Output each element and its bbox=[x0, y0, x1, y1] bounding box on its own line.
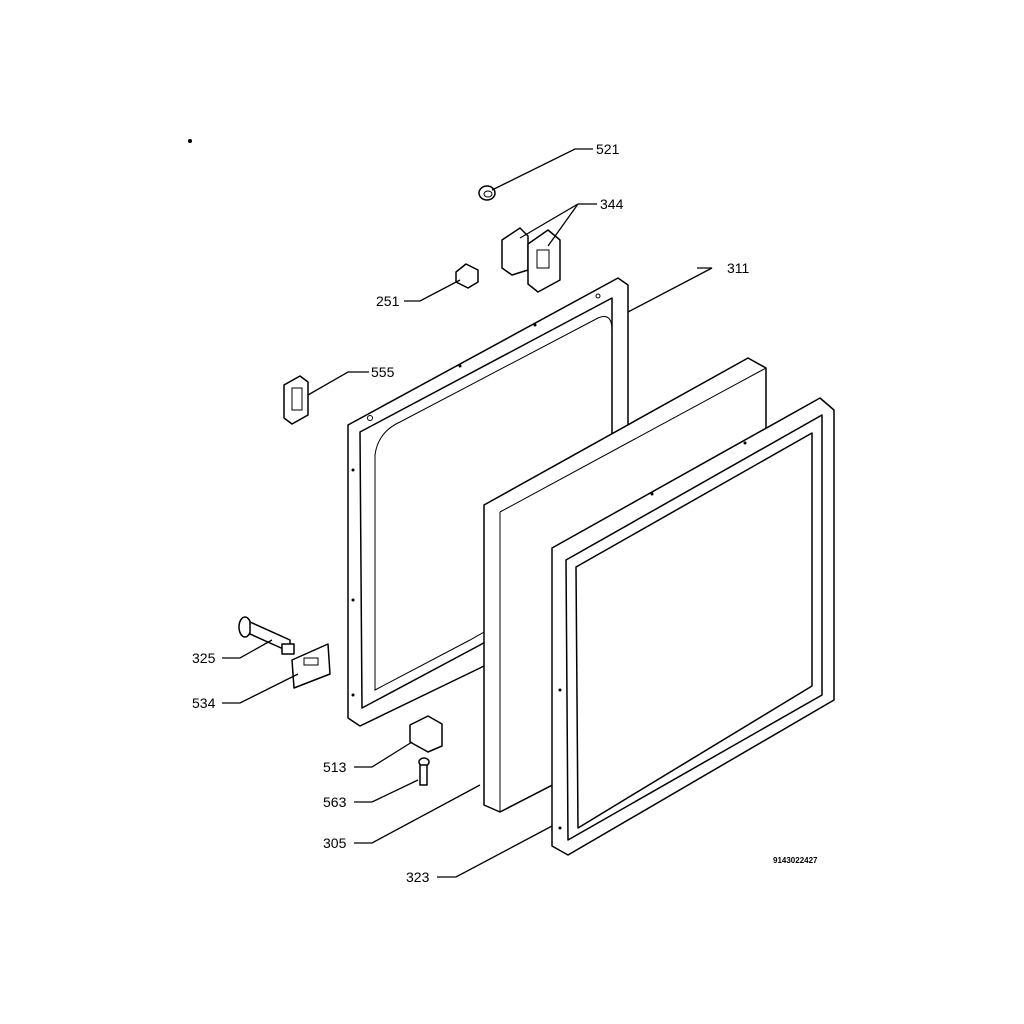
part-513-bracket bbox=[409, 715, 443, 753]
label-305: 305 bbox=[323, 835, 347, 851]
part-555-clip bbox=[283, 375, 309, 425]
dot-mark bbox=[188, 139, 192, 143]
label-251: 251 bbox=[376, 293, 400, 309]
label-311: 311 bbox=[727, 260, 750, 276]
label-534: 534 bbox=[192, 695, 216, 711]
label-563: 563 bbox=[323, 794, 347, 810]
label-521: 521 bbox=[596, 141, 620, 157]
part-534-plate bbox=[291, 643, 331, 689]
label-513: 513 bbox=[323, 759, 347, 775]
part-344-hinge bbox=[501, 227, 561, 293]
part-251-screw bbox=[455, 263, 479, 289]
label-325: 325 bbox=[192, 650, 216, 666]
part-563-screw bbox=[418, 757, 430, 786]
part-323-outer-frame bbox=[551, 397, 835, 856]
part-325-handle-pin bbox=[238, 616, 295, 655]
label-344: 344 bbox=[600, 196, 624, 212]
drawing-number: 9143022427 bbox=[773, 856, 818, 865]
label-555: 555 bbox=[371, 364, 395, 380]
leader-lines bbox=[222, 148, 713, 878]
part-521-screw bbox=[478, 185, 496, 201]
label-323: 323 bbox=[406, 869, 430, 885]
